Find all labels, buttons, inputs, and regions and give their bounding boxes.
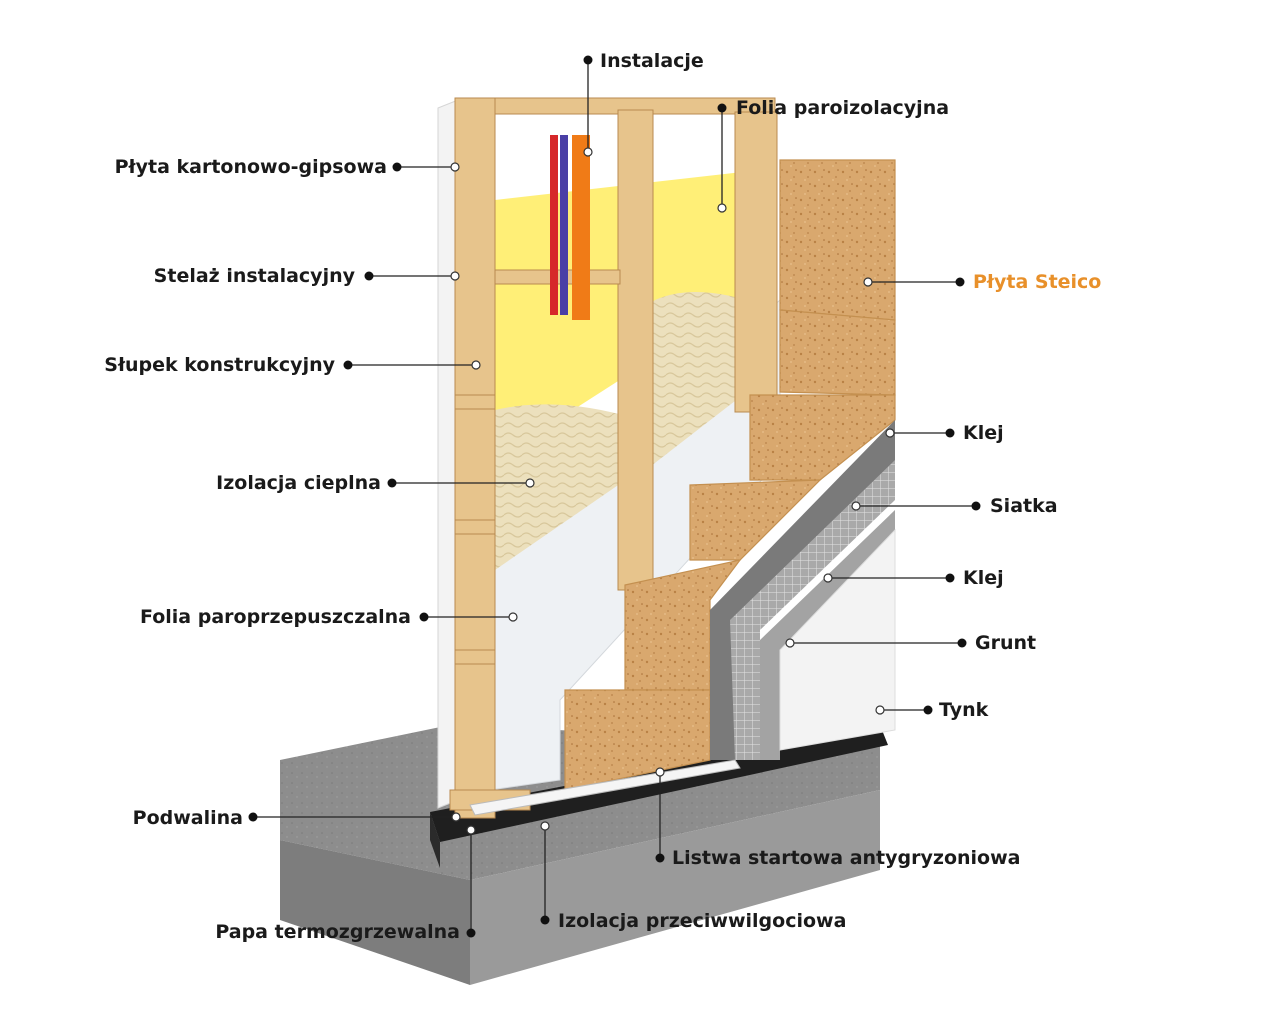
label-folia-paroizolacyjna: Folia paroizolacyjna [736, 97, 950, 119]
label-plyta-steico: Płyta Steico [973, 271, 1102, 293]
leader-lines [253, 60, 976, 933]
label-tynk: Tynk [939, 699, 989, 721]
label-klej-1: Klej [963, 422, 1004, 444]
starter-strip [469, 759, 741, 816]
label-siatka: Siatka [990, 495, 1058, 517]
label-plyta-kartonowo-gipsowa: Płyta kartonowo-gipsowa [114, 156, 387, 178]
label-papa-termozgrzewalna: Papa termozgrzewalna [215, 921, 460, 943]
label-folia-paroprzepuszczalna: Folia paroprzepuszczalna [140, 606, 411, 628]
label-dots [248, 55, 981, 938]
timber-frame [449, 97, 778, 819]
label-listwa-startowa: Listwa startowa antygryzoniowa [672, 847, 1021, 869]
adhesive-mesh-layers [710, 420, 895, 760]
label-klej-2: Klej [963, 567, 1004, 589]
steico-boards [564, 159, 896, 791]
label-stelaz-instalacyjny: Stelaż instalacyjny [153, 265, 355, 287]
installation-pipes [550, 135, 590, 320]
label-grunt: Grunt [975, 632, 1037, 654]
label-izolacja-przeciwwilgociowa: Izolacja przeciwwilgociowa [558, 910, 847, 932]
label-slupek-konstrukcyjny: Słupek konstrukcyjny [104, 354, 335, 376]
label-izolacja-cieplna: Izolacja cieplna [216, 472, 381, 494]
label-podwalina: Podwalina [132, 807, 243, 829]
leader-target-rings [450, 147, 895, 835]
label-instalacje: Instalacje [600, 50, 704, 72]
plaster-layer [779, 528, 896, 751]
